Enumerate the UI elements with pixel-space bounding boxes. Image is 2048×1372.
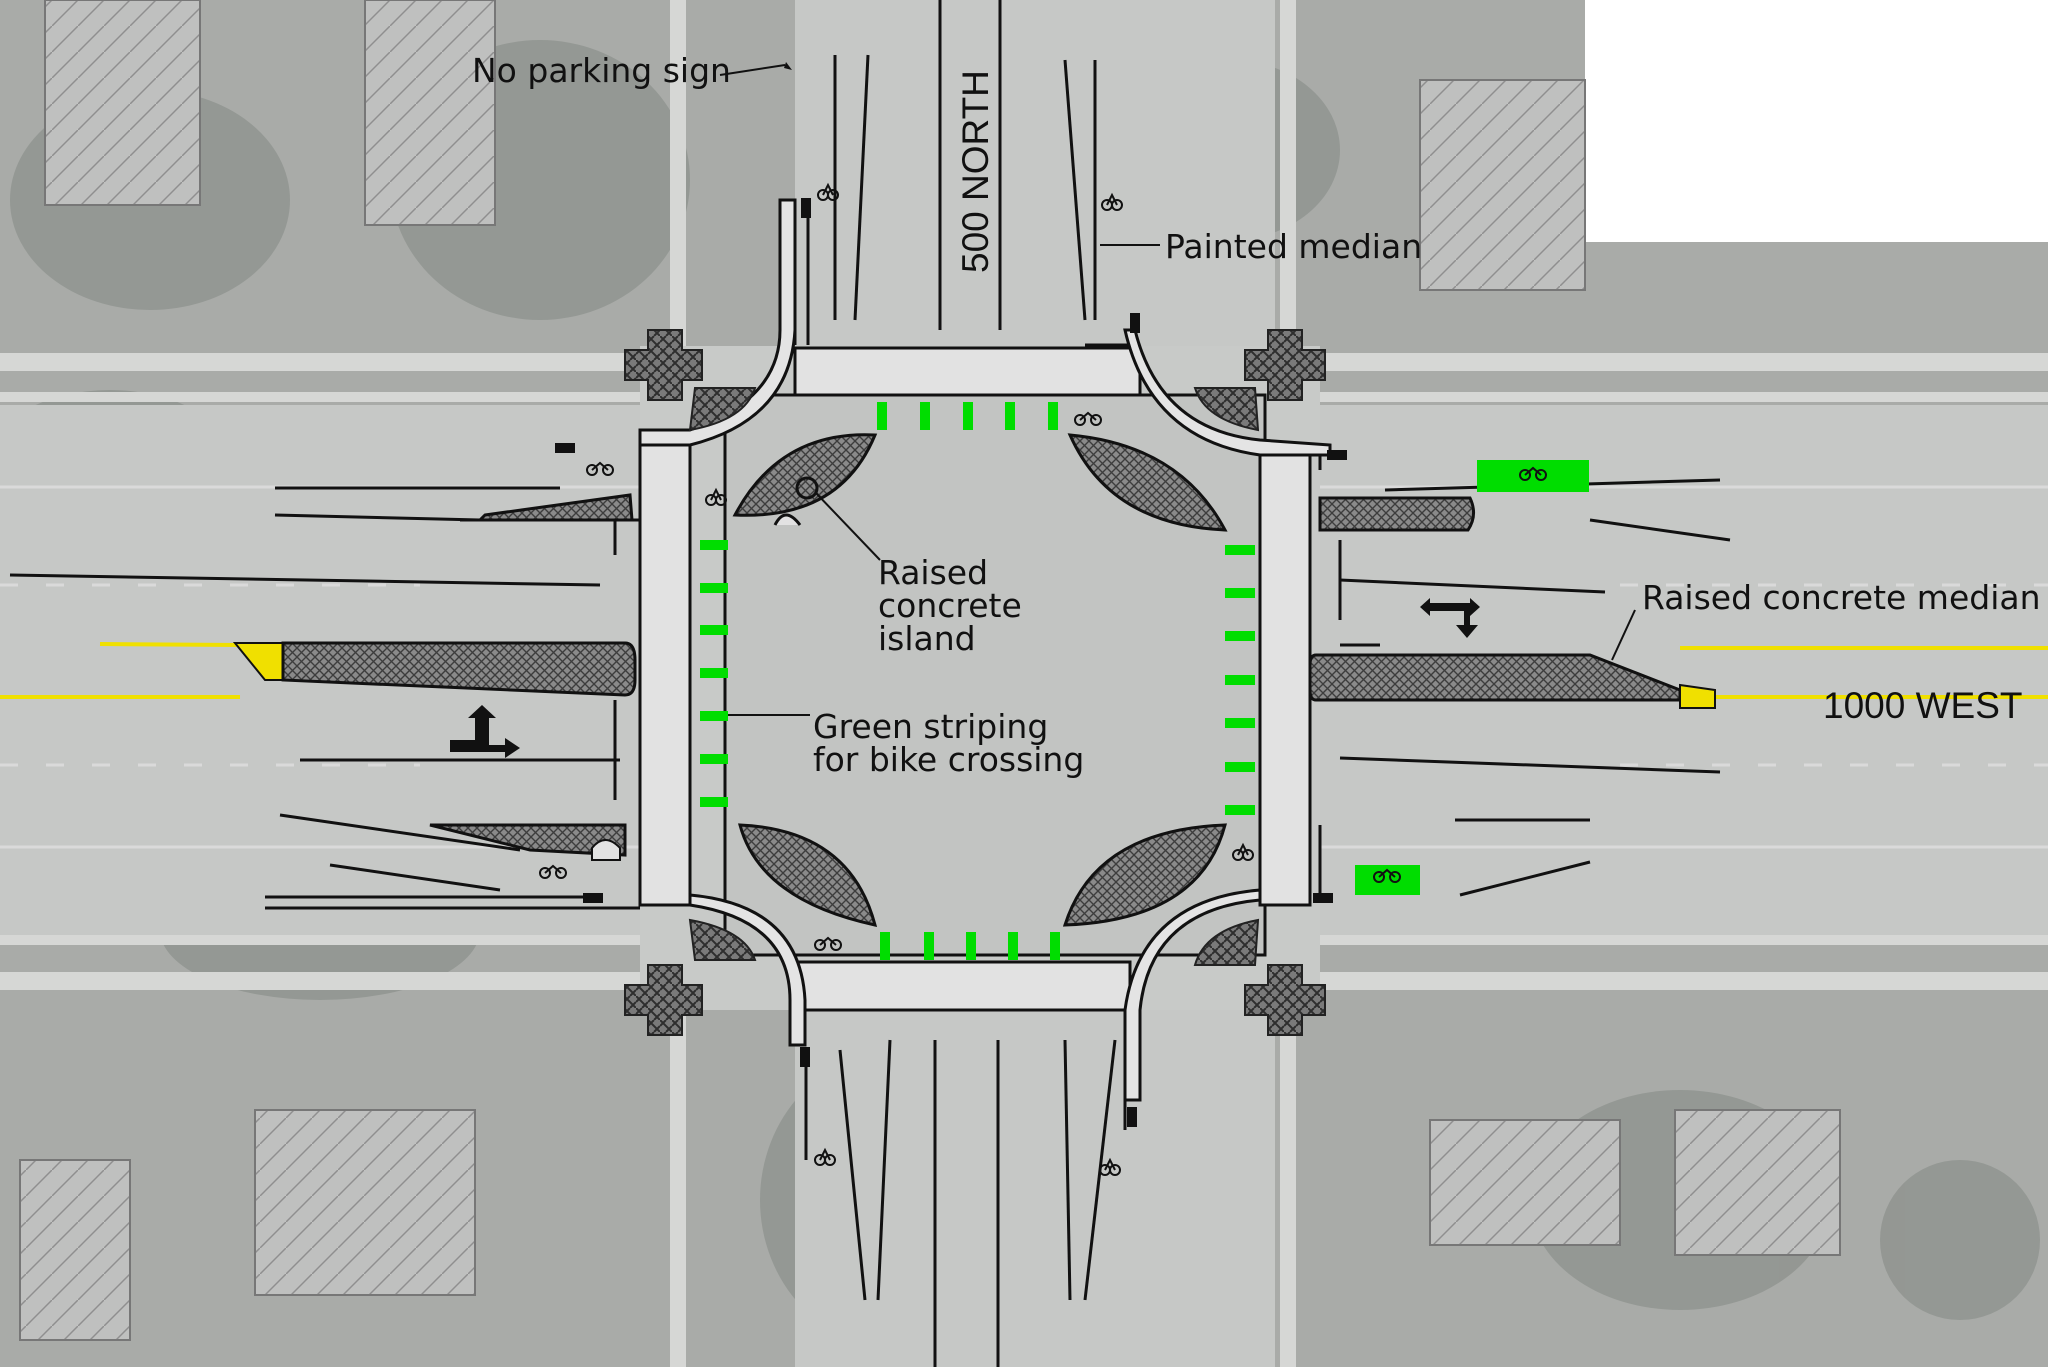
island-pole-marker [795, 476, 819, 500]
west-approach [9, 486, 640, 910]
street-label-500-north: 500 NORTH [955, 70, 996, 273]
turn-arrow-icon [450, 598, 1480, 758]
no-parking-sign-icon [784, 62, 792, 70]
south-approach [798, 1010, 1127, 1367]
callout-green-striping-line-2: for bike crossing [813, 740, 1084, 779]
callout-raised-island-line-1: Raised [878, 553, 988, 592]
callout-leaders [719, 64, 1636, 716]
north-approach [793, 0, 1130, 347]
callout-no-parking-sign: No parking sign [472, 51, 731, 90]
raised-concrete-islands [732, 433, 1228, 927]
centerline [0, 642, 2048, 699]
island-cutout [773, 513, 802, 526]
corner-curbs [638, 198, 1332, 1102]
east-approach [1318, 455, 1731, 897]
callout-raised-island-line-3: island [878, 619, 976, 658]
bike-crossing-striping [700, 402, 1589, 960]
street-label-1000-west: 1000 WEST [1823, 685, 2022, 726]
callout-green-striping-line-1: Green striping [813, 707, 1048, 746]
building-footprints [19, 0, 1841, 1341]
crosswalk-paver-pads [624, 329, 1326, 1036]
bicycle-lane-symbol-icon [539, 182, 1547, 1176]
callout-raised-concrete-median: Raised concrete median [1642, 578, 2041, 617]
callout-painted-median: Painted median [1165, 227, 1422, 266]
callout-raised-island-line-2: concrete [878, 586, 1022, 625]
signal-posts [555, 198, 1347, 1127]
raised-concrete-medians [232, 493, 1716, 861]
